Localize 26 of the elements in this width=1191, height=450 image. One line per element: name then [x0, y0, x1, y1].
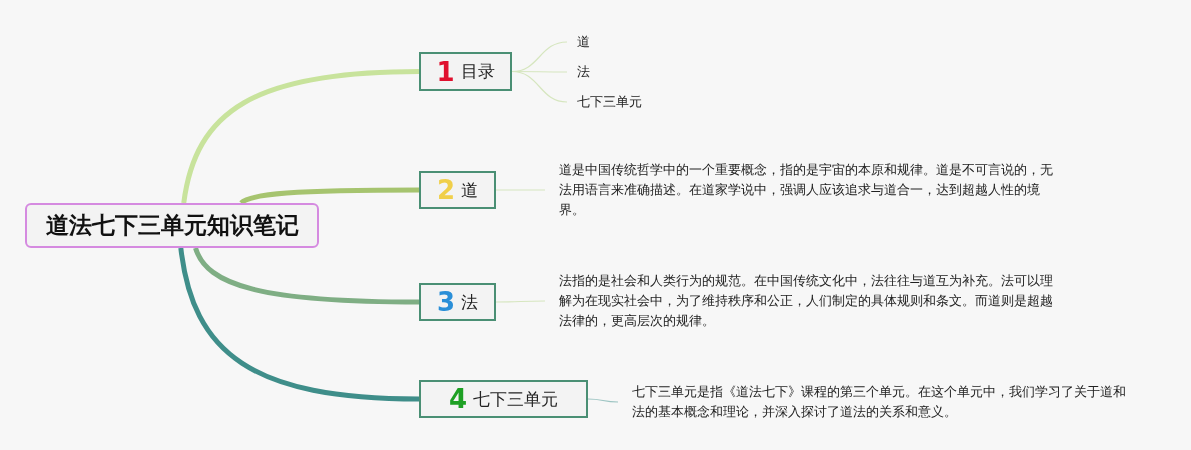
subtopic-label: 道: [567, 33, 590, 51]
note-text: 法指的是社会和人类行为的规范。在中国传统文化中，法往往与道互为补充。法可以理解为在现实社会中，为了维持秩序和公正，人们制定的具体规则和条文。而道则是超越法律的，更高层次的规律。: [545, 271, 1065, 331]
topic-box: [419, 52, 512, 91]
number-label: 4: [448, 386, 468, 412]
subtopic-label: 七下三单元: [567, 93, 642, 111]
topic-box: [419, 171, 496, 209]
topic-box: [419, 283, 496, 321]
number-label: 1: [436, 58, 455, 85]
note-text: 道是中国传统哲学中的一个重要概念，指的是宇宙的本原和规律。道是不可言说的，无法用语言来准确描述。在道家学说中，强调人应该追求与道合一，达到超越人性的境界。: [545, 160, 1065, 220]
topic-label: 七下三单元: [473, 387, 559, 411]
connector-line: [511, 70, 568, 103]
subtopic-label: 法: [567, 63, 590, 81]
topic-label: 法: [461, 290, 479, 314]
connector-line: [587, 398, 619, 403]
central-topic-box: 道法七下三单元知识笔记: [25, 203, 319, 248]
branch-line: [178, 247, 420, 402]
number-label: 3: [436, 289, 456, 315]
topic-label: 道: [461, 178, 479, 202]
branch-line: [193, 247, 420, 305]
branch-line: [239, 187, 419, 206]
connector-line: [495, 300, 546, 303]
topic-box: [419, 380, 588, 418]
branch-line: [181, 69, 420, 204]
number-label: 2: [436, 177, 456, 203]
note-text: 七下三单元是指《道法七下》课程的第三个单元。在这个单元中，我们学习了关于道和法的基本概念和理论，并深入探讨了道法的关系和意义。: [618, 382, 1133, 422]
topic-label: 目录: [460, 60, 495, 83]
